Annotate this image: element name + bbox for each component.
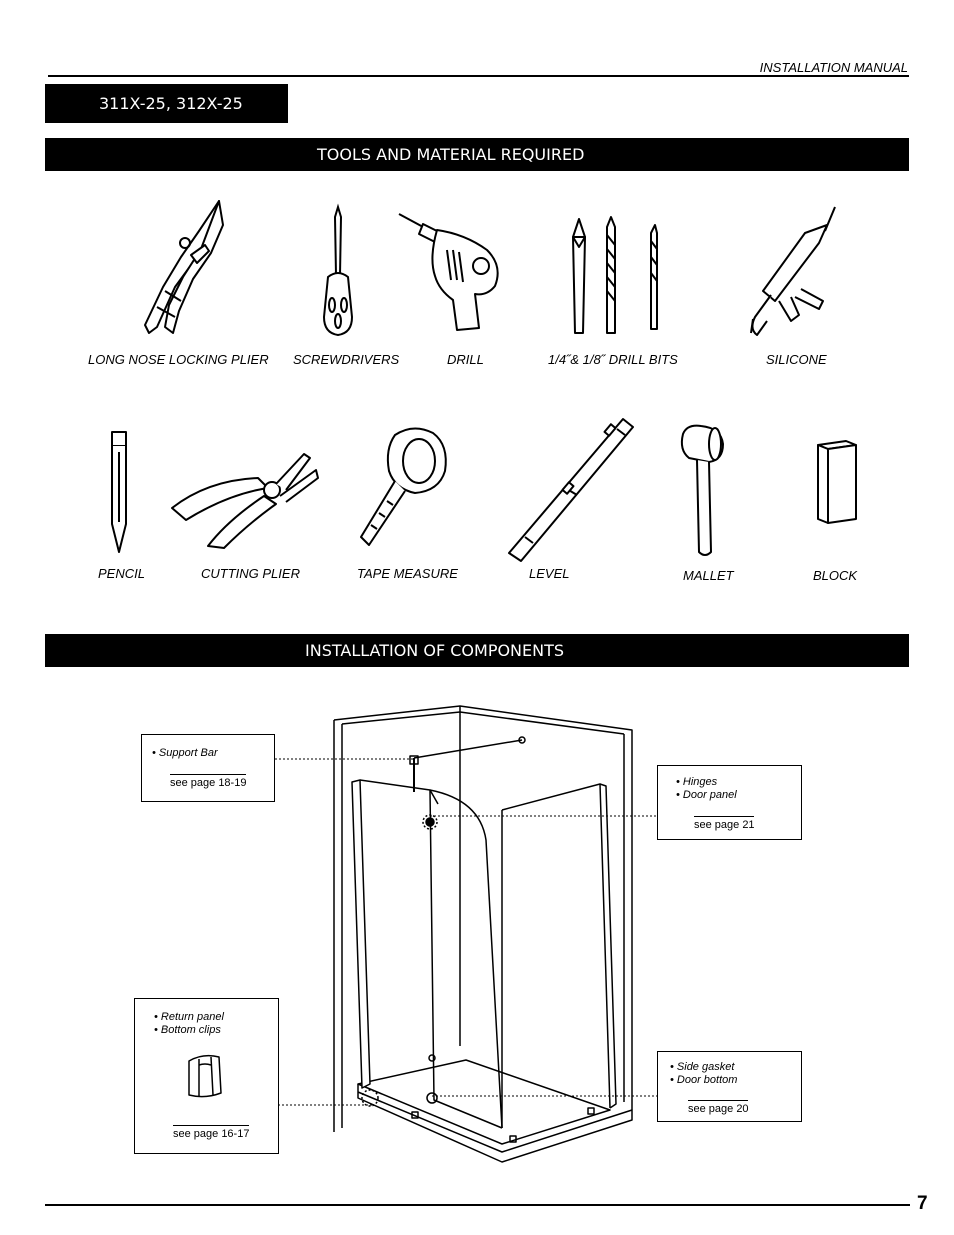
callout-support-bar-ref: see page 18-19 <box>170 777 247 789</box>
block-illustration <box>817 440 857 524</box>
callout-return-panel: • Return panel • Bottom clips see page 1… <box>134 998 279 1154</box>
footer-rule <box>45 1204 910 1206</box>
tool-label-level: LEVEL <box>529 566 570 581</box>
screwdrivers-illustration <box>322 203 354 337</box>
callout-return-panel-bullet-1: • Return panel <box>154 1011 224 1023</box>
callout-side-gasket: • Side gasket • Door bottom see page 20 <box>657 1051 802 1122</box>
callout-hinges-ref-rule <box>694 816 754 817</box>
callout-support-bar-bullet: • Support Bar <box>152 747 218 759</box>
locking-plier-illustration <box>144 200 224 334</box>
tool-label-tape-measure: TAPE MEASURE <box>357 566 458 581</box>
callout-side-gasket-ref-rule <box>688 1100 748 1101</box>
drill-bits-illustration <box>572 216 658 334</box>
tape-measure-illustration <box>360 427 447 546</box>
tool-label-silicone: SILICONE <box>766 352 827 367</box>
tool-label-block: BLOCK <box>813 568 858 583</box>
tool-label-locking-plier: LONG NOSE LOCKING PLIER <box>88 352 269 367</box>
callout-hinges-ref: see page 21 <box>694 819 755 831</box>
silicone-gun-illustration <box>750 206 836 336</box>
callout-return-panel-ref-rule <box>173 1125 249 1126</box>
manual-title: INSTALLATION MANUAL <box>759 60 908 75</box>
tool-label-drill: DRILL <box>447 352 484 367</box>
tool-label-drill-bits: 1/4˝& 1/8˝ DRILL BITS <box>548 352 678 367</box>
bottom-clip-illustration <box>188 1054 222 1098</box>
tool-label-cutting-plier: CUTTING PLIER <box>201 566 300 581</box>
header-rule <box>48 75 909 77</box>
mallet-illustration <box>680 424 724 556</box>
callout-support-bar-ref-rule <box>170 774 246 775</box>
installation-section-title: INSTALLATION OF COMPONENTS <box>45 634 909 667</box>
page-number: 7 <box>917 1193 928 1214</box>
pencil-illustration <box>111 431 127 553</box>
drill-illustration <box>398 213 499 331</box>
callout-side-gasket-ref: see page 20 <box>688 1103 749 1115</box>
callout-side-gasket-bullet-2: • Door bottom <box>670 1074 738 1086</box>
callout-side-gasket-bullet-1: • Side gasket <box>670 1061 735 1073</box>
callout-return-panel-ref: see page 16-17 <box>173 1128 250 1140</box>
callout-hinges: • Hinges • Door panel see page 21 <box>657 765 802 840</box>
tool-label-pencil: PENCIL <box>98 566 145 581</box>
callout-return-panel-bullet-2: • Bottom clips <box>154 1024 221 1036</box>
model-label: 311X-25, 312X-25 <box>45 84 288 123</box>
callout-support-bar: • Support Bar see page 18-19 <box>141 734 275 802</box>
callout-hinges-bullet-1: • Hinges <box>676 776 718 788</box>
callout-hinges-bullet-2: • Door panel <box>676 789 737 801</box>
cutting-plier-illustration <box>171 453 319 549</box>
level-illustration <box>508 418 634 562</box>
tools-section-title: TOOLS AND MATERIAL REQUIRED <box>45 138 909 171</box>
tool-label-screwdrivers: SCREWDRIVERS <box>293 352 400 367</box>
shower-enclosure-diagram <box>333 705 633 1163</box>
tool-label-mallet: MALLET <box>683 568 734 583</box>
